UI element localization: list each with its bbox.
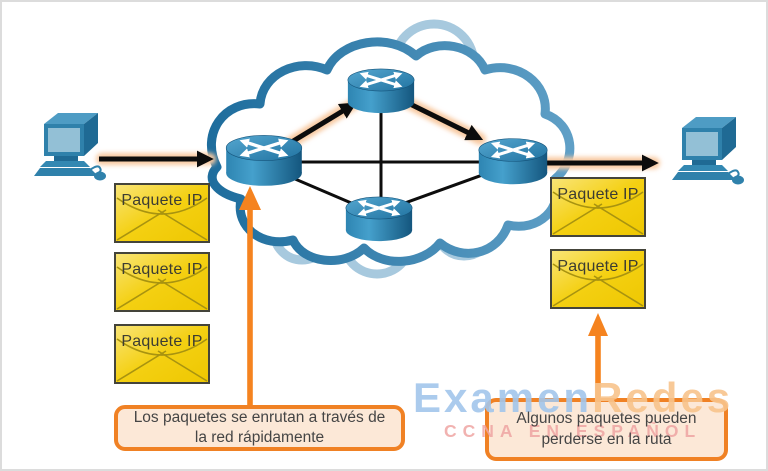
callout-line: la red rápidamente [194, 429, 325, 446]
router-icon-left [226, 135, 302, 185]
packet-label: Paquete IP [121, 192, 203, 209]
callout-pointer-arrow-icon [239, 186, 608, 407]
callout-text-routing: Los paquetes se enrutan a través de la r… [114, 405, 405, 451]
source-computer-icon [33, 112, 107, 182]
router-icon-right [479, 139, 547, 185]
callout-line: Algunos paquetes pueden [516, 410, 697, 428]
watermark-subtitle: CCNA EN ESPAÑOL [444, 421, 702, 441]
routing-path-arrow-icon [96, 96, 660, 172]
router-icon-top [348, 69, 414, 113]
router-icon-bottom [346, 197, 412, 241]
packet-label: Paquete IP [557, 258, 639, 275]
callout-box-routing [114, 405, 405, 451]
callout-line: perderse en la ruta [541, 430, 672, 448]
callout-line: Los paquetes se enrutan a través de [133, 408, 386, 426]
packet-label: Paquete IP [121, 261, 203, 278]
watermark-part2: Redes [592, 374, 734, 421]
packet-label: Paquete IP [557, 186, 639, 203]
callout-text-packet-loss: Algunos paquetes pueden perderse en la r… [485, 398, 728, 461]
watermark-part1: Examen [413, 374, 593, 421]
watermark: ExamenRedes [413, 377, 733, 419]
packet-label: Paquete IP [121, 333, 203, 350]
callout-box-packet-loss [485, 398, 728, 461]
destination-computer-icon [671, 116, 745, 186]
